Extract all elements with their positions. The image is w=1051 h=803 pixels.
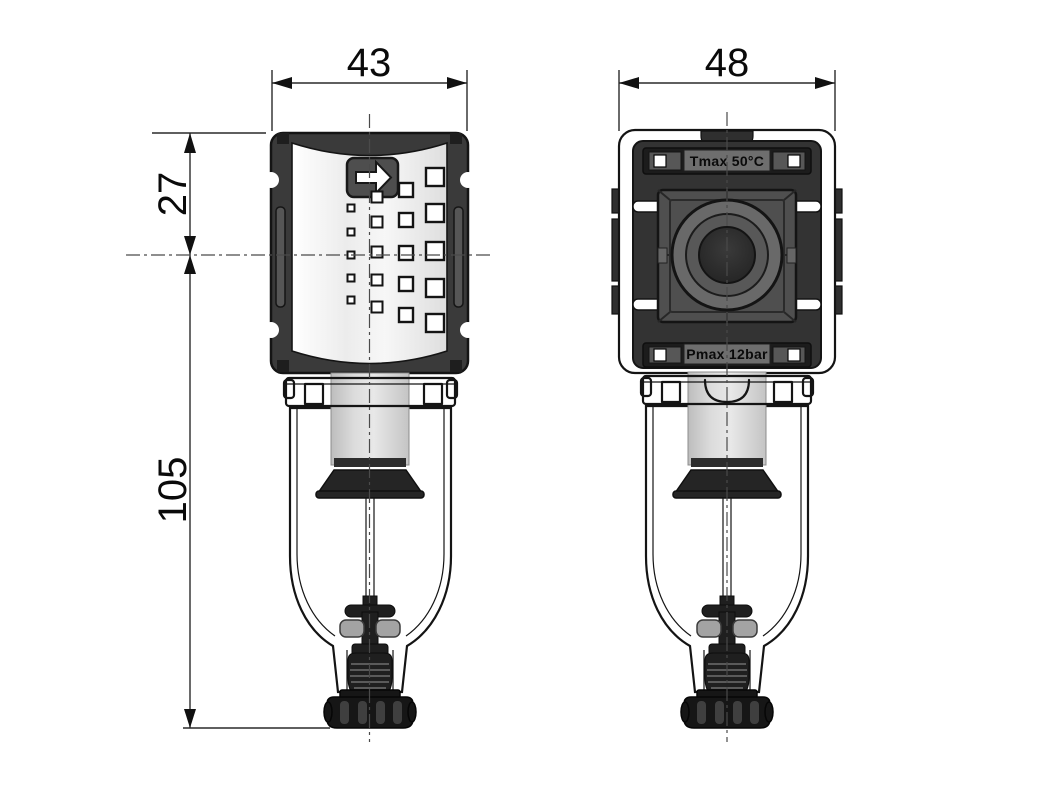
- dimension-annotations: 43 48 27 105: [151, 41, 836, 729]
- dim-value-side-width: 43: [347, 41, 392, 85]
- dim-value-front-width: 48: [705, 41, 750, 85]
- pmax-label: Pmax 12bar: [686, 346, 768, 362]
- drain-knob[interactable]: [323, 689, 417, 729]
- dim-arrow-right: [447, 77, 467, 89]
- mount-hole: [653, 348, 667, 362]
- seal-left: [696, 619, 722, 638]
- drain-mechanism: [696, 498, 758, 701]
- dimension-side-width: 43: [271, 41, 468, 131]
- mount-hole: [787, 154, 801, 168]
- dim-arrow-left: [619, 77, 639, 89]
- housing-corner-nub: [277, 133, 289, 144]
- collar-notch: [703, 378, 751, 404]
- flow-direction-badge: [345, 156, 400, 199]
- mount-hole: [787, 348, 801, 362]
- mount-hole: [653, 154, 667, 168]
- dimension-front-width: 48: [618, 41, 836, 131]
- bowl-collar: [282, 376, 459, 408]
- perforation-column-2: [370, 190, 384, 314]
- dim-arrow-left: [272, 77, 292, 89]
- rail-groove: [453, 206, 464, 308]
- seal-right: [375, 619, 401, 638]
- dimension-upper-height: 27: [151, 132, 266, 255]
- tmax-label: Tmax 50°C: [690, 153, 764, 169]
- marking-band-bottom: Pmax 12bar: [642, 342, 812, 368]
- seal-left: [339, 619, 365, 638]
- rail-groove: [275, 206, 286, 308]
- flow-direction-arrow-icon: [355, 159, 393, 196]
- sight-perforations: [346, 166, 446, 334]
- dim-arrow-right: [815, 77, 835, 89]
- dimension-lower-height: 105: [151, 255, 330, 729]
- housing-corner-nub: [450, 360, 462, 372]
- housing-corner-nub: [450, 133, 462, 144]
- side-view: [126, 114, 494, 742]
- dim-value-upper-height: 27: [151, 172, 195, 217]
- housing-corner-nub: [277, 360, 289, 372]
- perforation-column-3: [397, 181, 415, 324]
- dim-value-lower-height: 105: [151, 457, 195, 524]
- seal-right: [732, 619, 758, 638]
- front-view: Tmax 50°C Pmax 12bar: [611, 112, 843, 742]
